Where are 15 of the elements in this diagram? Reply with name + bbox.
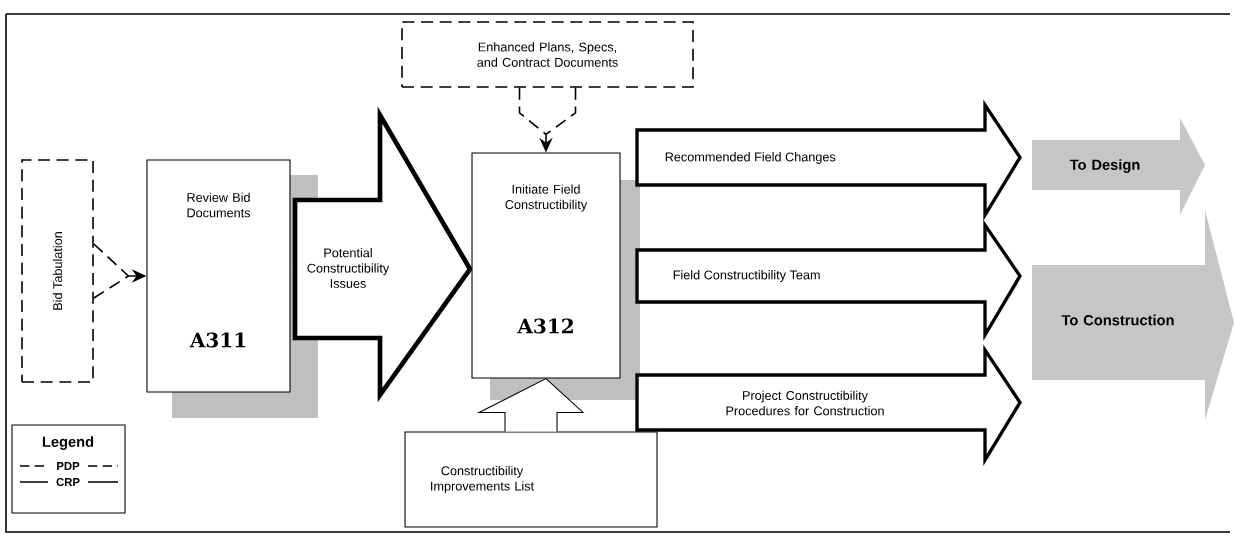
process-box: Initiate Field Constructibility A312: [471, 152, 621, 379]
pointed-box: Project Constructibility Procedures for Construction: [635, 344, 1022, 466]
dashed-box: Enhanced Plans, Specs, and Contract Documents: [401, 21, 694, 88]
pointed-box: To Design: [1032, 118, 1205, 215]
pointed-box: Potential Constructibility Issues: [292, 106, 473, 403]
block-arrow: [476, 377, 585, 432]
process-box: Constructibility Improvements List: [404, 431, 658, 528]
legend-entry: PDP: [19, 462, 119, 470]
process-box: Review Bid Documents A311: [146, 159, 291, 393]
dashed-box: Bid Tabulation: [21, 159, 94, 383]
pointed-box: To Construction: [1032, 210, 1234, 420]
legend-title: Legend: [42, 436, 94, 450]
pointed-box: Recommended Field Changes: [635, 99, 1022, 221]
legend-entry: CRP: [19, 478, 119, 486]
pointed-box: Field Constructibility Team: [635, 219, 1022, 342]
